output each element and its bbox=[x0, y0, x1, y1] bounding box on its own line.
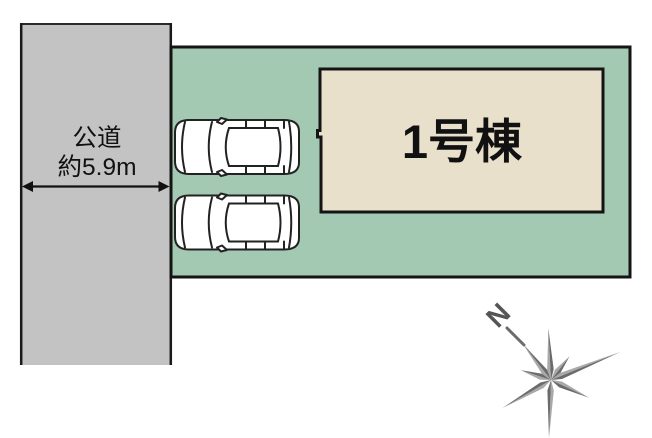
compass-star-point bbox=[547, 380, 551, 438]
arrow-head-right bbox=[158, 181, 170, 192]
compass-star-point bbox=[551, 356, 570, 380]
compass-star-point bbox=[502, 380, 551, 408]
building-label: 1号棟 bbox=[402, 115, 523, 168]
compass-star-point bbox=[520, 370, 551, 380]
road-width-arrow bbox=[22, 181, 170, 192]
compass-star-point bbox=[551, 351, 621, 380]
car-2 bbox=[174, 192, 300, 253]
compass-star-point bbox=[551, 380, 590, 398]
road-area bbox=[20, 23, 172, 365]
road-label-line2: 約5.9m bbox=[58, 153, 137, 181]
compass-rose: N bbox=[480, 297, 621, 438]
compass-star-point bbox=[547, 328, 551, 380]
compass-pointer-line bbox=[505, 326, 526, 347]
car-1 bbox=[174, 117, 300, 177]
compass-star-point bbox=[549, 380, 554, 438]
building-footprint bbox=[316, 67, 605, 214]
compass-star-point bbox=[522, 343, 551, 380]
arrow-head-left bbox=[22, 181, 33, 192]
compass-north-label: N bbox=[480, 297, 516, 333]
road-label-line1: 公道 bbox=[73, 124, 122, 152]
compass-star-point bbox=[551, 356, 570, 380]
compass-star-point bbox=[551, 351, 621, 380]
compass-star-point bbox=[548, 328, 554, 380]
compass-star-point bbox=[520, 370, 551, 380]
compass-star-point bbox=[522, 343, 551, 380]
